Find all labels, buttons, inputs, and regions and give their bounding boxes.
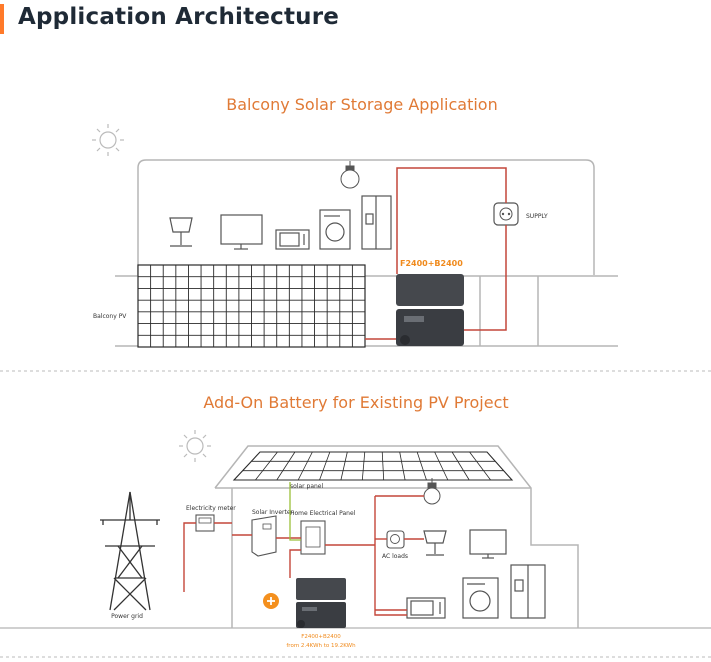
sun-icon-2: [179, 430, 211, 462]
roof-pv-panel: [232, 451, 514, 481]
bulb-icon-2: [423, 478, 441, 505]
washer-icon-2: [462, 577, 499, 619]
roof-pv-grid: [242, 451, 504, 481]
solar-panel-label: solar panel: [290, 483, 323, 490]
electricity-meter-label: Electricity meter: [186, 505, 236, 512]
addon-wiring: [183, 495, 424, 616]
addon-section-title: Add-On Battery for Existing PV Project: [203, 393, 508, 412]
power-tower-icon: [100, 491, 160, 611]
page-title: Application Architecture: [18, 4, 340, 30]
bulb-icon: [340, 161, 360, 189]
balcony-pv-grid: [138, 265, 365, 347]
balcony-section-title: Balcony Solar Storage Application: [226, 95, 497, 114]
sun-icon: [92, 124, 124, 156]
solar-inverter-label: Solar Inverter: [252, 509, 294, 516]
solar-panel-wire: [289, 482, 301, 541]
balcony-room-outline: [137, 159, 595, 275]
table-lamp-icon: [169, 217, 193, 247]
tv-icon-2: [469, 529, 507, 559]
balcony-product-label: F2400+B2400: [400, 259, 463, 268]
solar-inverter-icon: [251, 515, 277, 557]
battery-unit: [396, 274, 464, 346]
title-accent-bar: [0, 4, 4, 34]
ac-loads-label: AC loads: [382, 553, 408, 560]
ac-loads-outlet-icon: [386, 530, 405, 549]
tv-icon: [220, 214, 263, 250]
add-plus-icon: [263, 593, 279, 609]
power-grid-label: Power grid: [111, 613, 143, 620]
balcony-pv-label: Balcony PV: [93, 313, 127, 320]
electricity-meter-icon: [195, 514, 215, 532]
addon-product-label: F2400+B2400: [301, 634, 341, 640]
microwave-icon: [275, 229, 310, 250]
balcony-wiring: [365, 167, 507, 340]
supply-outlet-icon: [493, 202, 519, 226]
microwave-icon-2: [406, 597, 446, 619]
home-panel-label: Home Electrical Panel: [290, 510, 356, 517]
supply-label: SUPPLY: [526, 213, 548, 220]
home-electrical-panel-icon: [300, 520, 326, 555]
washer-icon: [319, 209, 351, 250]
fridge-icon: [361, 195, 392, 250]
fridge-icon-2: [510, 564, 546, 619]
table-lamp-icon-2: [423, 530, 447, 556]
addon-product-range: from 2.4KWh to 19.2KWh: [286, 643, 356, 649]
battery-unit-2: [296, 578, 346, 628]
